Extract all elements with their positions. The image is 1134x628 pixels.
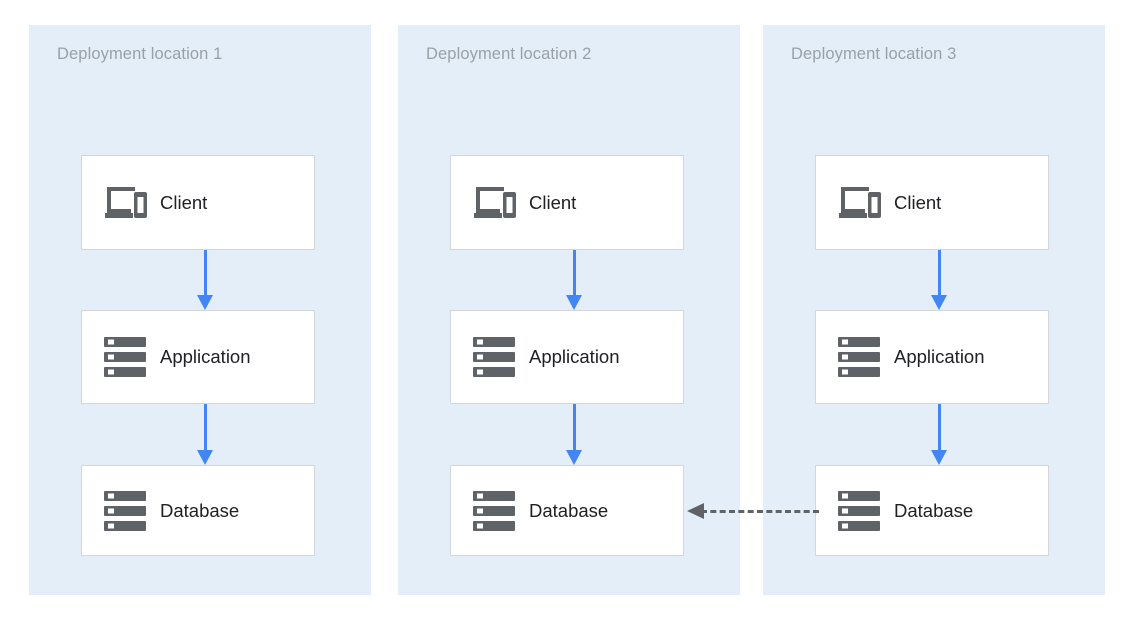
arrow-client-to-application-1 <box>197 250 213 310</box>
arrow-shaft <box>204 250 207 296</box>
node-label: Application <box>160 346 251 367</box>
arrow-head <box>197 295 213 310</box>
server-icon <box>830 337 888 377</box>
server-icon <box>96 337 154 377</box>
node-database-3[interactable]: Database <box>815 465 1049 556</box>
arrow-head <box>931 450 947 465</box>
deployment-location-panel-2: Deployment location 2 Client <box>398 25 740 595</box>
arrow-head <box>566 295 582 310</box>
dashed-arrow-shaft <box>701 509 819 513</box>
node-application-2[interactable]: Application <box>450 310 684 404</box>
node-label: Application <box>894 346 985 367</box>
node-label: Database <box>529 499 609 521</box>
deployment-location-panel-1: Deployment location 1 Client <box>29 25 371 595</box>
node-label: Application <box>529 346 620 367</box>
deployment-location-panel-3: Deployment location 3 Client <box>763 25 1105 595</box>
devices-icon <box>96 185 154 221</box>
arrow-head <box>566 450 582 465</box>
arrow-shaft <box>573 250 576 296</box>
node-label: Client <box>894 191 942 213</box>
panel-title-2: Deployment location 2 <box>426 45 592 63</box>
server-icon <box>830 490 888 531</box>
arrow-client-to-application-3 <box>931 250 947 310</box>
node-label: Client <box>160 191 208 213</box>
node-application-3[interactable]: Application <box>815 310 1049 404</box>
node-application-1[interactable]: Application <box>81 310 315 404</box>
devices-icon <box>465 185 523 221</box>
arrow-head <box>197 450 213 465</box>
arrow-client-to-application-2 <box>566 250 582 310</box>
server-icon <box>96 490 154 531</box>
server-icon <box>465 490 523 531</box>
panel-title-3: Deployment location 3 <box>791 45 957 63</box>
node-label: Client <box>529 191 577 213</box>
node-label: Database <box>160 499 240 521</box>
arrow-application-to-database-1 <box>197 404 213 465</box>
arrow-shaft <box>938 404 941 451</box>
dashed-replication-arrow <box>687 503 819 519</box>
node-client-1[interactable]: Client <box>81 155 315 250</box>
node-client-3[interactable]: Client <box>815 155 1049 250</box>
arrow-shaft <box>204 404 207 451</box>
devices-icon <box>830 185 888 221</box>
arrow-application-to-database-3 <box>931 404 947 465</box>
panel-title-1: Deployment location 1 <box>57 45 223 63</box>
node-client-2[interactable]: Client <box>450 155 684 250</box>
arrow-head <box>931 295 947 310</box>
dashed-arrow-head <box>687 503 704 519</box>
node-label: Database <box>894 499 974 521</box>
server-icon <box>465 337 523 377</box>
node-database-2[interactable]: Database <box>450 465 684 556</box>
arrow-application-to-database-2 <box>566 404 582 465</box>
arrow-shaft <box>938 250 941 296</box>
node-database-1[interactable]: Database <box>81 465 315 556</box>
arrow-shaft <box>573 404 576 451</box>
